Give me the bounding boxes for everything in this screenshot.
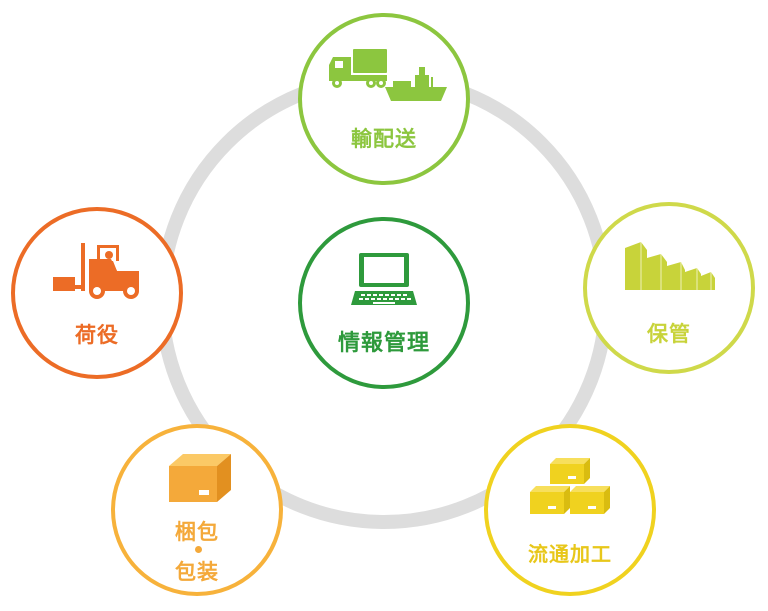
transport-node: 輸配送 (298, 13, 470, 185)
processing-label: 流通加工 (528, 542, 612, 566)
info-management-label: 情報管理 (337, 331, 430, 356)
storage-label: 保管 (647, 322, 691, 346)
processing-node: 流通加工 (484, 424, 656, 596)
cargo-handling-label: 荷役 (75, 323, 119, 347)
truck-ship-icon (329, 49, 447, 101)
laptop-icon (351, 253, 417, 305)
info-management-node: 情報管理 (298, 217, 470, 389)
cargo-handling-node: 荷役 (11, 207, 183, 379)
storage-node: 保管 (583, 202, 755, 374)
packing-label-line1: 梱包 (175, 520, 219, 544)
packing-node: 梱包 包装 (111, 424, 283, 596)
stacked-boxes-icon (530, 458, 610, 514)
packing-label-line2: 包装 (175, 560, 219, 584)
warehouse-icon (625, 242, 715, 290)
forklift-icon (53, 243, 139, 299)
box-icon (169, 454, 231, 502)
separator-dot (195, 546, 202, 553)
transport-label: 輸配送 (351, 127, 417, 151)
